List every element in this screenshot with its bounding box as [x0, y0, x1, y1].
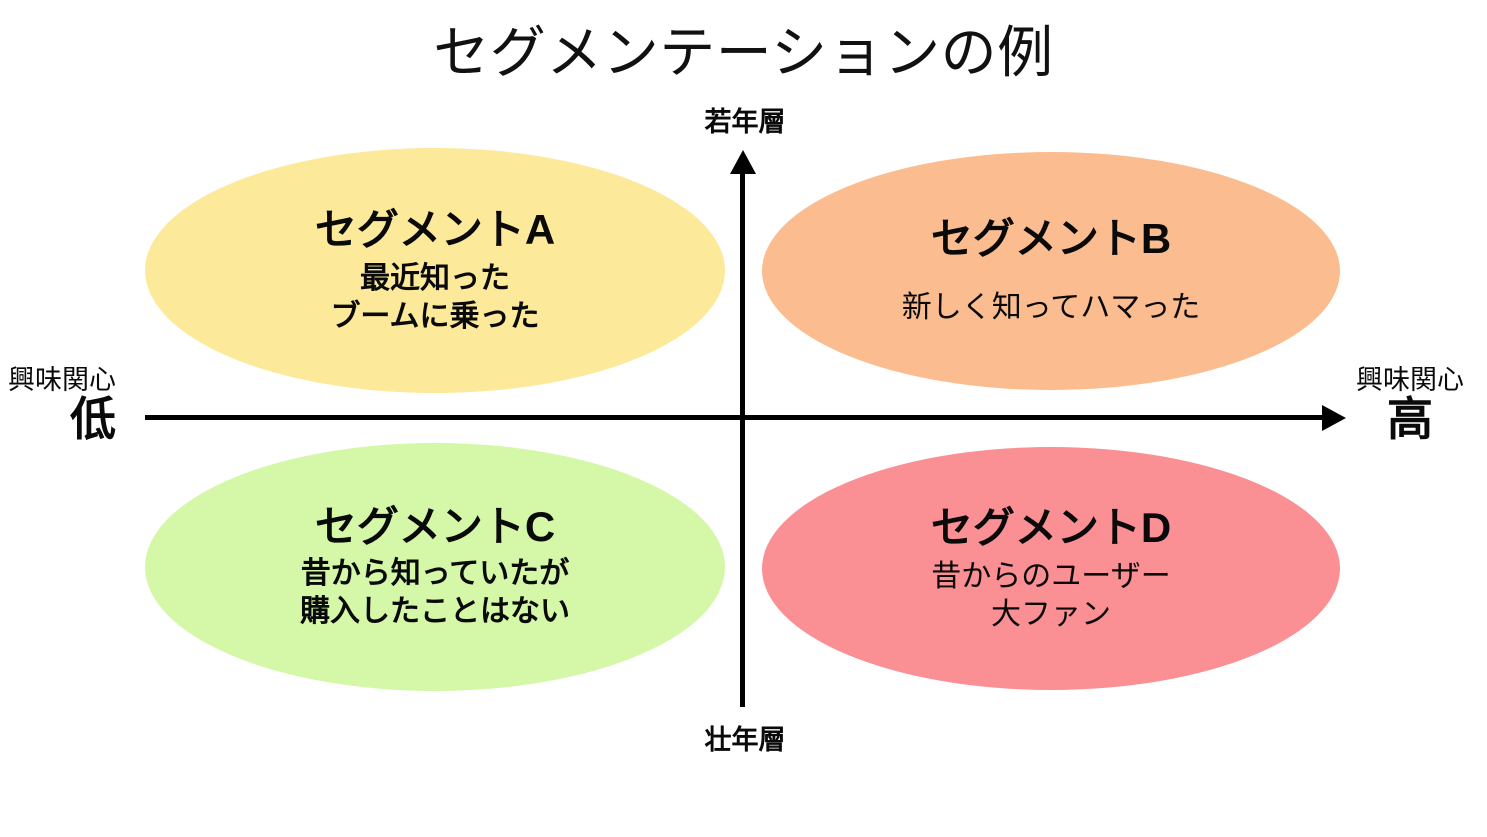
- segment-a-description: 最近知った ブームに乗った: [330, 261, 540, 333]
- segment-bubble-b[interactable]: セグメントB 新しく知ってハマった: [762, 152, 1340, 390]
- segment-bubble-a[interactable]: セグメントA 最近知った ブームに乗った: [145, 148, 725, 393]
- axis-label-left: 興味関心 低: [8, 366, 168, 446]
- axis-label-right-caption: 興味関心: [1356, 365, 1464, 395]
- horizontal-axis-arrow-icon: [1322, 405, 1346, 431]
- axis-label-left-caption: 興味関心: [8, 365, 116, 395]
- axis-label-top: 若年層: [704, 107, 786, 137]
- segment-bubble-c[interactable]: セグメントC 昔から知っていたが 購入したことはない: [145, 443, 725, 691]
- segment-bubble-d[interactable]: セグメントD 昔からのユーザー 大ファン: [762, 447, 1340, 690]
- horizontal-axis-line: [145, 415, 1331, 420]
- axis-label-left-value: 低: [70, 393, 116, 446]
- segment-c-title: セグメントC: [314, 503, 556, 551]
- axis-label-right: 興味関心 高: [1330, 366, 1487, 446]
- axis-label-bottom: 壮年層: [704, 725, 786, 755]
- segment-a-title: セグメントA: [314, 205, 556, 253]
- segment-d-title: セグメントD: [930, 503, 1172, 551]
- segment-c-description: 昔から知っていたが 購入したことはない: [300, 557, 570, 629]
- axis-label-right-value: 高: [1387, 393, 1433, 446]
- page-title: セグメンテーションの例: [433, 21, 1054, 84]
- vertical-axis-line: [740, 170, 745, 707]
- segment-d-description: 昔からのユーザー 大ファン: [931, 559, 1171, 631]
- segment-b-title: セグメントB: [930, 214, 1172, 262]
- segment-b-description: 新しく知ってハマった: [901, 291, 1201, 325]
- vertical-axis-arrow-icon: [730, 150, 756, 174]
